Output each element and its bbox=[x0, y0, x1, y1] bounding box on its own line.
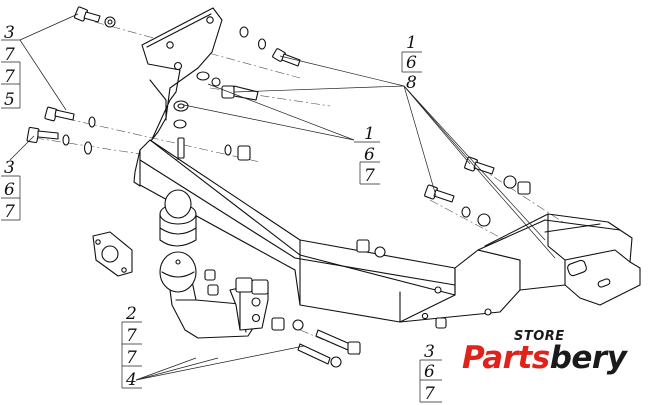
callout-number: 7 bbox=[364, 166, 375, 186]
callout-number: 6 bbox=[4, 180, 15, 200]
callout-number: 7 bbox=[126, 348, 137, 368]
callout-top-left: 3 7 7 5 bbox=[1, 23, 21, 110]
callout-number: 6 bbox=[424, 362, 435, 382]
callout-number: 1 bbox=[406, 33, 417, 53]
left-side-bracket bbox=[133, 7, 223, 187]
callout-number: 7 bbox=[4, 45, 15, 65]
callout-number: 3 bbox=[4, 23, 15, 43]
callout-number: 5 bbox=[4, 90, 15, 110]
callout-number: 7 bbox=[424, 384, 435, 404]
callout-number: 3 bbox=[424, 342, 435, 362]
logo-store-text: STORE bbox=[514, 329, 565, 344]
callout-number: 7 bbox=[126, 326, 137, 346]
callout-left: 3 6 7 bbox=[1, 158, 21, 222]
callout-number: 7 bbox=[4, 67, 15, 87]
callout-number: 3 bbox=[4, 158, 15, 178]
leader-lines bbox=[9, 13, 556, 381]
callout-number: 1 bbox=[364, 124, 375, 144]
bolts bbox=[26, 6, 531, 368]
partsbery-logo: STORE Partsbery bbox=[462, 326, 638, 386]
socket-plate bbox=[92, 231, 133, 277]
tow-ball-assembly bbox=[159, 189, 269, 339]
callout-number: 7 bbox=[4, 202, 15, 222]
callout-number: 2 bbox=[125, 304, 137, 324]
callout-number: 6 bbox=[364, 145, 375, 165]
callout-middle: 1 6 7 bbox=[354, 124, 380, 186]
right-side-bracket bbox=[477, 213, 641, 306]
cross-beam bbox=[139, 139, 521, 323]
callout-top-right: 1 6 8 bbox=[401, 33, 422, 93]
logo-wordmark: Partsbery bbox=[462, 340, 627, 376]
logo-parts-text: Parts bbox=[462, 340, 550, 376]
callout-bottom-left: 2 7 7 4 bbox=[121, 304, 142, 390]
callout-number: 6 bbox=[406, 53, 417, 73]
callout-number: 8 bbox=[406, 73, 417, 93]
logo-bery-text: bery bbox=[549, 340, 627, 376]
callout-bottom-right: 3 6 7 bbox=[419, 342, 442, 404]
callout-number: 4 bbox=[125, 370, 137, 390]
